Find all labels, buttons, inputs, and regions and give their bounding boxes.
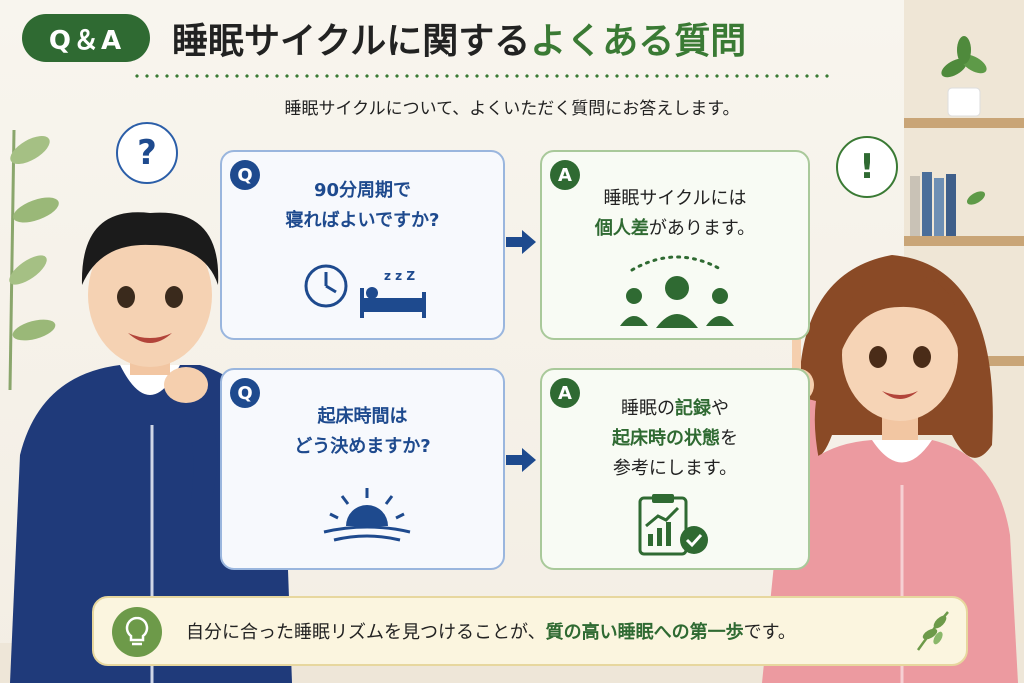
question-line: 寝ればよいですか? bbox=[285, 210, 440, 231]
a-tag: A bbox=[550, 378, 580, 408]
arrow-right-icon bbox=[506, 230, 536, 254]
page-title: 睡眠サイクルに関するよくある質問 bbox=[172, 12, 746, 64]
footer-text-part: です。 bbox=[743, 622, 796, 643]
question-line: 90分周期で bbox=[313, 180, 412, 201]
answer-line: 参考にします。 bbox=[612, 458, 738, 479]
title-accent: よくある質問 bbox=[530, 21, 747, 62]
shelf-plank bbox=[904, 236, 1024, 246]
answer-card-1: A 睡眠サイクルには 個人差があります。 bbox=[540, 150, 810, 340]
footer-highlight: 質の高い睡眠への第一歩 bbox=[545, 622, 744, 643]
books-icon bbox=[910, 172, 986, 236]
q-tag: Q bbox=[230, 378, 260, 408]
answer-line: 個人差があります。 bbox=[542, 214, 808, 244]
subtitle: 睡眠サイクルについて、よくいただく質問にお答えします。 bbox=[284, 99, 740, 119]
answer-line-part: 睡眠の bbox=[621, 398, 675, 419]
answer-line: 起床時の状態を bbox=[542, 424, 808, 454]
footer-message: 自分に合った睡眠リズムを見つけることが、質の高い睡眠への第一歩です。 bbox=[92, 596, 968, 666]
question-card-1: Q 90分周期で 寝ればよいですか? z z Z bbox=[220, 150, 505, 340]
answer-line-part: や bbox=[711, 398, 729, 419]
leaf-icon bbox=[916, 611, 949, 651]
answer-text-2: 睡眠の記録や 起床時の状態を 参考にします。 bbox=[542, 394, 808, 484]
answer-bubble: ! bbox=[836, 136, 898, 198]
plant-icon bbox=[8, 129, 59, 390]
highlight: 個人差 bbox=[594, 218, 649, 239]
footer-text: 自分に合った睡眠リズムを見つけることが、質の高い睡眠への第一歩です。 bbox=[186, 598, 796, 664]
people-group-icon bbox=[620, 255, 734, 328]
question-card-2: Q 起床時間は どう決めますか? bbox=[220, 368, 505, 570]
question-line: どう決めますか? bbox=[294, 436, 431, 457]
title-main: 睡眠サイクルに関する bbox=[172, 21, 531, 62]
highlight: 記録 bbox=[675, 398, 711, 419]
answer-text-1: 睡眠サイクルには 個人差があります。 bbox=[542, 184, 808, 244]
arrow-right-icon bbox=[506, 448, 536, 472]
lightbulb-icon bbox=[112, 607, 162, 657]
question-bubble: ? bbox=[116, 122, 178, 184]
answer-card-2: A 睡眠の記録や 起床時の状態を 参考にします。 bbox=[540, 368, 810, 570]
highlight: 起床時の状態 bbox=[612, 428, 720, 449]
answer-line-rest: があります。 bbox=[648, 218, 756, 239]
answer-line: 睡眠サイクルには bbox=[603, 188, 747, 209]
a-tag: A bbox=[550, 160, 580, 190]
q-tag: Q bbox=[230, 160, 260, 190]
svg-text:z z Z: z z Z bbox=[384, 269, 415, 283]
qa-badge: Q＆A bbox=[22, 14, 150, 62]
clock-bed-sleep-icon: z z Z bbox=[304, 264, 426, 318]
question-text-1: 90分周期で 寝ればよいですか? bbox=[222, 176, 503, 236]
sunrise-icon bbox=[323, 488, 411, 542]
question-line: 起床時間は bbox=[317, 406, 408, 427]
footer-text-part: 自分に合った睡眠リズムを見つけることが、 bbox=[186, 622, 546, 643]
potted-plant-icon bbox=[941, 36, 987, 117]
answer-line: 睡眠の記録や bbox=[542, 394, 808, 424]
answer-line-part: を bbox=[720, 428, 738, 449]
shelf-plank bbox=[904, 118, 1024, 128]
dotted-divider bbox=[132, 74, 832, 78]
question-text-2: 起床時間は どう決めますか? bbox=[222, 402, 503, 462]
clipboard-chart-check-icon bbox=[638, 494, 708, 556]
